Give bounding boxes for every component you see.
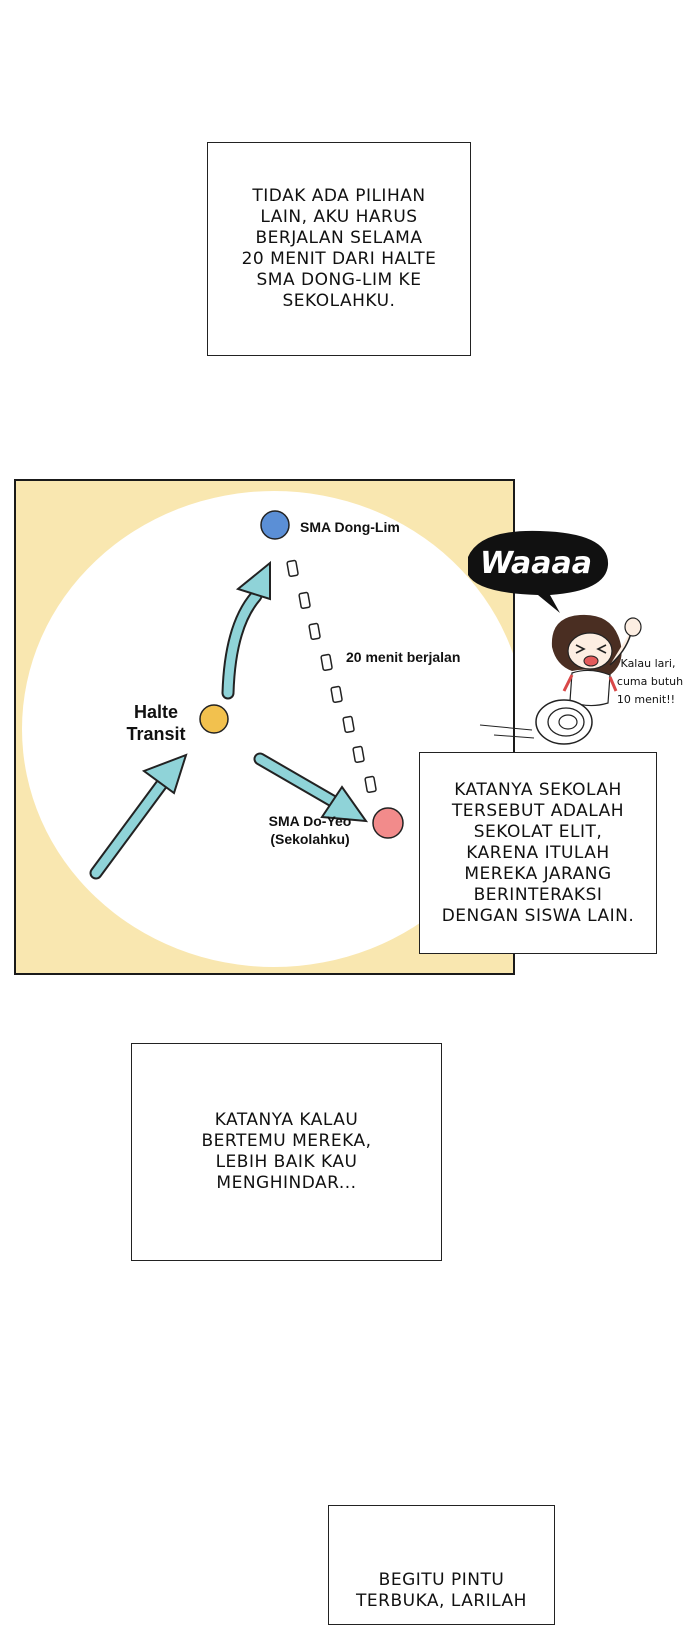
arrow-to-dong-lim — [221, 560, 271, 700]
shout-bubble: Waaaa — [468, 530, 609, 613]
caption-text-2: KATANYA SEKOLAH TERSEBUT ADALAH SEKOLAT … — [441, 779, 635, 926]
caption-text-3: KATANYA KALAU BERTEMU MEREKA, LEBIH BAIK… — [201, 1110, 372, 1193]
do-yeo-dot — [372, 807, 404, 839]
walk-time-label: 20 menit berjalan — [346, 649, 460, 665]
caption-box-2: KATANYA SEKOLAH TERSEBUT ADALAH SEKOLAT … — [419, 752, 657, 954]
caption-box-4: BEGITU PINTU TERBUKA, LARILAH — [328, 1505, 555, 1625]
note-line1: Kalau lari, — [621, 657, 676, 670]
caption-box-3: KATANYA KALAU BERTEMU MEREKA, LEBIH BAIK… — [131, 1043, 442, 1261]
do-yeo-label-line2: (Sekolahku) — [270, 831, 349, 847]
shout-text: Waaaa — [480, 546, 592, 581]
dong-lim-label: SMA Dong-Lim — [300, 519, 400, 535]
map-panel: SMA Dong-Lim Halte Transit 20 menit berj… — [14, 479, 515, 975]
footprints — [286, 559, 377, 794]
note-line3: 10 menit!! — [617, 693, 675, 706]
girl-running — [479, 614, 642, 745]
note-line2: cuma butuh — [617, 675, 683, 688]
dong-lim-dot — [260, 510, 290, 540]
route-map: SMA Dong-Lim Halte Transit 20 menit berj… — [22, 491, 513, 967]
caption-box-1: TIDAK ADA PILIHAN LAIN, AKU HARUS BERJAL… — [207, 142, 471, 356]
caption-text-1: TIDAK ADA PILIHAN LAIN, AKU HARUS BERJAL… — [241, 186, 437, 311]
caption-text-4: BEGITU PINTU TERBUKA, LARILAH — [356, 1570, 527, 1611]
halte-dot — [199, 704, 229, 734]
halte-label-line1: Halte — [134, 702, 178, 722]
arrow-to-halte — [89, 753, 188, 880]
character-illustration: Waaaa Kalau lari, cuma butuh 10 menit!! — [468, 530, 683, 745]
halte-label-line2: Transit — [126, 724, 185, 744]
map-circle — [22, 491, 513, 967]
arrow-to-do-yeo — [253, 752, 369, 823]
do-yeo-label-line1: SMA Do-Yeo — [269, 813, 352, 829]
